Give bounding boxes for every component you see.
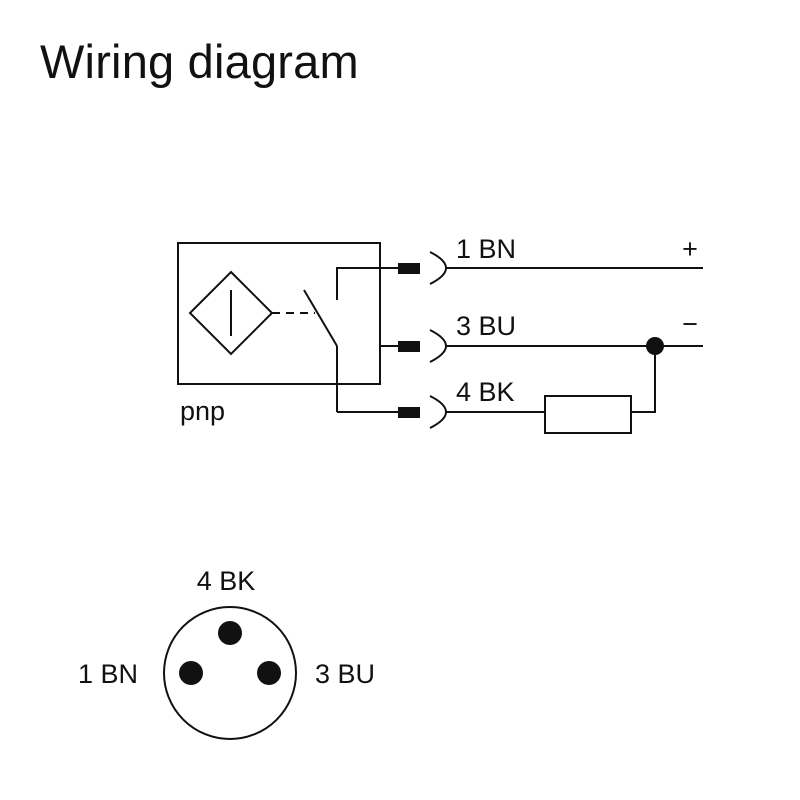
- pnp-label: pnp: [180, 396, 225, 426]
- sensor-housing: [177, 242, 381, 385]
- wire-label-4-bk: 4 BK: [456, 377, 515, 407]
- connector-label-1-bn: 1 BN: [78, 659, 138, 689]
- wire-label-1-bn: 1 BN: [456, 234, 516, 264]
- plug-arc-pin3: [429, 329, 448, 363]
- junction-dot: [646, 337, 664, 355]
- load-return-wire: [631, 346, 656, 413]
- internal-wire-pin1: [336, 267, 420, 300]
- switch-contact-icon: [303, 289, 338, 412]
- connector-pin-3: [257, 661, 281, 685]
- plug-pin-1: [398, 263, 420, 274]
- connector-pin-1: [179, 661, 203, 685]
- load-resistor: [544, 395, 632, 434]
- connector-pin-4: [218, 621, 242, 645]
- plug-pin-3: [398, 341, 420, 352]
- connector-face: [163, 606, 297, 740]
- plug-pin-4: [398, 407, 420, 418]
- plug-arc-pin1: [429, 251, 448, 285]
- polarity-minus-label: −: [682, 309, 698, 339]
- plug-arc-pin4: [429, 395, 448, 429]
- polarity-plus-label: +: [682, 234, 698, 264]
- connector-label-4-bk: 4 BK: [197, 566, 256, 596]
- sensor-symbol-icon: [188, 270, 274, 356]
- connector-label-3-bu: 3 BU: [315, 659, 375, 689]
- page-title: Wiring diagram: [40, 35, 359, 88]
- wire-label-3-bu: 3 BU: [456, 311, 516, 341]
